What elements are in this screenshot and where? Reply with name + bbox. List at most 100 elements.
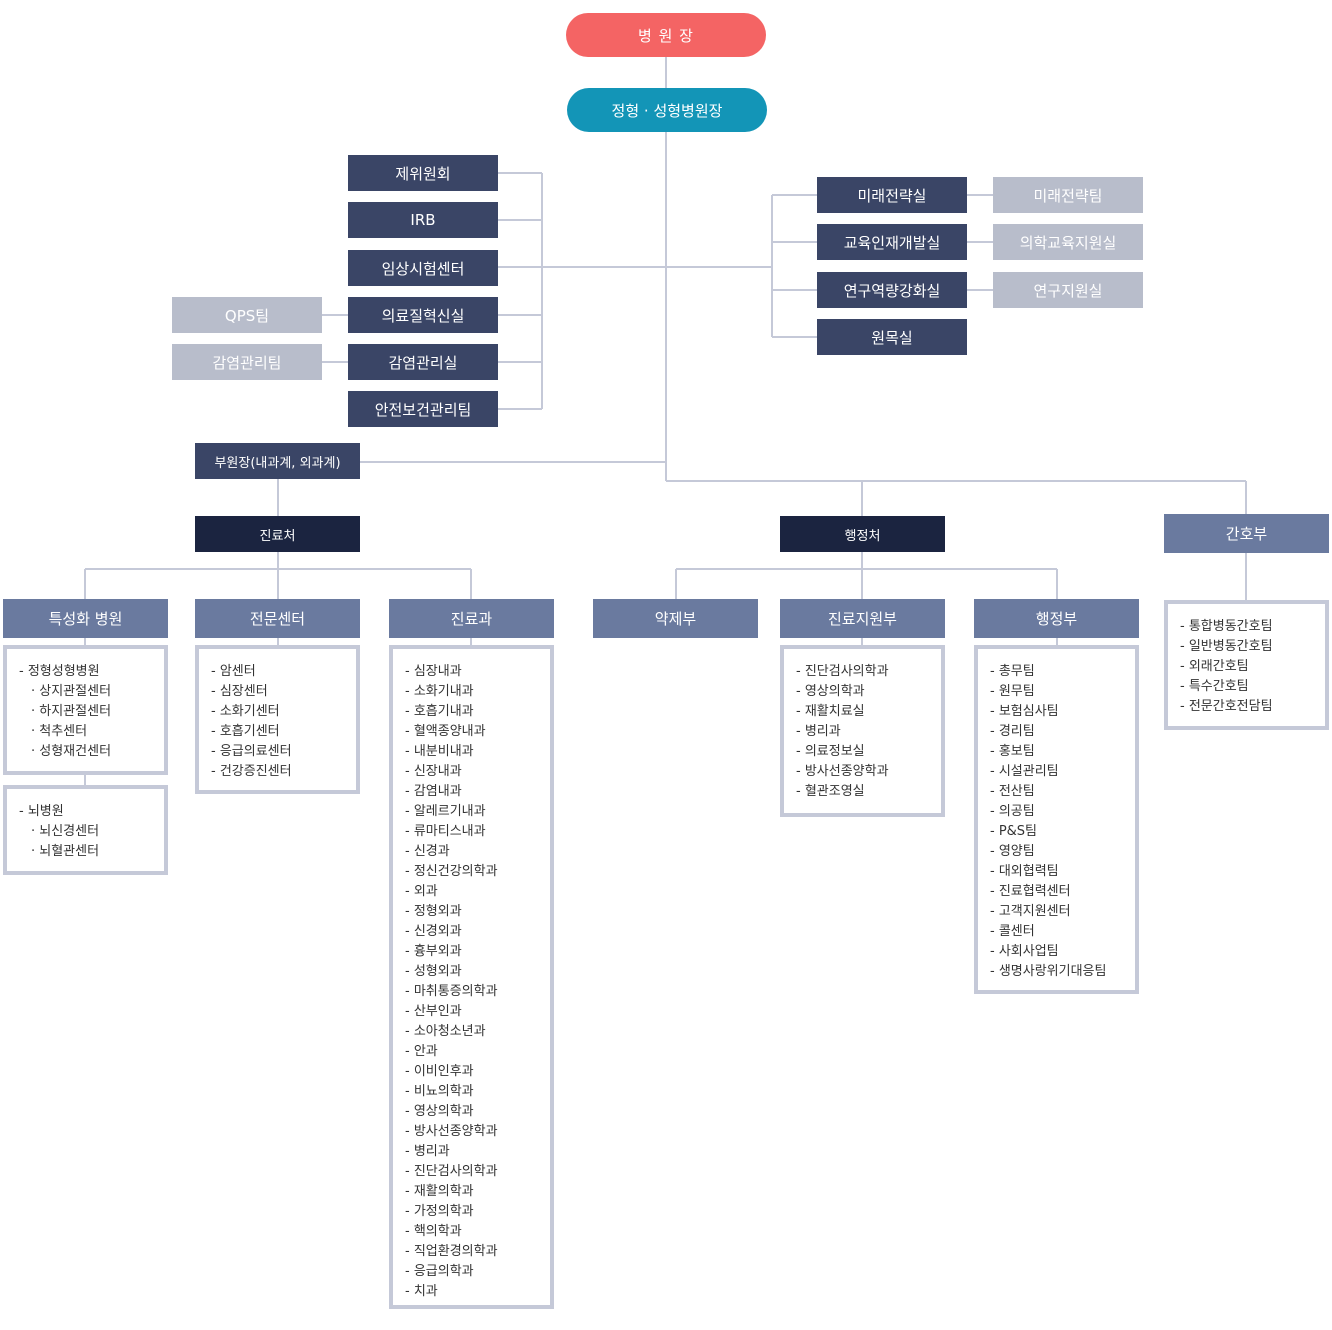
list-item: - 류마티스내과 xyxy=(405,824,486,839)
list-item: - 방사선종양학과 xyxy=(796,764,889,779)
clinical-departments-node[interactable]: 진료과 xyxy=(389,599,554,638)
medical-division-node[interactable]: 진료처 xyxy=(195,516,360,552)
safety-health-team-node[interactable]: 안전보건관리팀 xyxy=(348,391,498,427)
list-item: - 핵의학과 xyxy=(405,1224,462,1239)
hospital-director-node[interactable]: 병 원 장 xyxy=(566,13,766,57)
list-item: - 대외협력팀 xyxy=(990,864,1059,879)
list-item: - 정신건강의학과 xyxy=(405,864,498,879)
medical-education-support-node[interactable]: 의학교육지원실 xyxy=(993,224,1143,260)
list-item: - 병리과 xyxy=(796,724,841,739)
list-item: - 신경외과 xyxy=(405,924,462,939)
admin-division-node[interactable]: 행정처 xyxy=(780,516,945,552)
list-item: - 소화기내과 xyxy=(405,684,474,699)
list-item: - 이비인후과 xyxy=(405,1064,474,1079)
list-item: - 암센터 xyxy=(211,664,256,679)
list-item: - 사회사업팀 xyxy=(990,944,1059,959)
list-item: - 산부인과 xyxy=(405,1004,462,1019)
education-office-node[interactable]: 교육인재개발실 xyxy=(817,224,967,260)
list-item: - 정형외과 xyxy=(405,904,462,919)
list-item: - 진단검사의학과 xyxy=(405,1164,498,1179)
list-item: - 외과 xyxy=(405,884,438,899)
list-item: - 고객지원센터 xyxy=(990,904,1071,919)
list-item: - 건강증진센터 xyxy=(211,764,292,779)
nursing-list: - 통합병동간호팀 - 일반병동간호팀 - 외래간호팀 - 특수간호팀 - 전문간호전담… xyxy=(1164,600,1329,730)
list-item: - 알레르기내과 xyxy=(405,804,486,819)
pharmacy-node[interactable]: 약제부 xyxy=(593,599,758,638)
specialized-hospital-node[interactable]: 특성화 병원 xyxy=(3,599,168,638)
list-item: - 정형성형병원 xyxy=(19,664,100,679)
specialty-center-list: - 암센터- 심장센터- 소화기센터- 호흡기센터- 응급의료센터- 건강증진센… xyxy=(195,645,360,794)
quality-innovation-node[interactable]: 의료질혁신실 xyxy=(348,297,498,333)
list-item: - 신장내과 xyxy=(405,764,462,779)
clinical-trial-center-node[interactable]: 임상시험센터 xyxy=(348,250,498,286)
list-item: - 호흡기센터 xyxy=(211,724,280,739)
list-item: - 특수간호팀 xyxy=(1180,679,1249,694)
list-item: - 치과 xyxy=(405,1284,438,1299)
list-item: - 의공팀 xyxy=(990,804,1035,819)
list-item: - 감염내과 xyxy=(405,784,462,799)
list-item: - 가정의학과 xyxy=(405,1204,474,1219)
list-item: - 방사선종양학과 xyxy=(405,1124,498,1139)
list-item: - 총무팀 xyxy=(990,664,1035,679)
list-item: - 신경과 xyxy=(405,844,450,859)
list-item: · 뇌신경센터 xyxy=(31,824,100,839)
vice-director-node[interactable]: 부원장(내과계, 외과계) xyxy=(195,443,360,479)
list-item: - 재활치료실 xyxy=(796,704,865,719)
list-item: · 상지관절센터 xyxy=(31,684,112,699)
administration-list: - 총무팀- 원무팀- 보험심사팀- 경리팀- 홍보팀- 시설관리팀- 전산팀-… xyxy=(974,645,1139,994)
clinical-departments-list: - 심장내과- 소화기내과- 호흡기내과- 혈액종양내과- 내분비내과- 신장내… xyxy=(389,645,554,1309)
specialty-center-node[interactable]: 전문센터 xyxy=(195,599,360,638)
list-item: - 흉부외과 xyxy=(405,944,462,959)
list-item: · 성형재건센터 xyxy=(31,744,112,759)
research-office-node[interactable]: 연구역량강화실 xyxy=(817,272,967,308)
administration-dept-node[interactable]: 행정부 xyxy=(974,599,1139,638)
list-item: - 의료정보실 xyxy=(796,744,865,759)
infection-control-office-node[interactable]: 감염관리실 xyxy=(348,344,498,380)
list-item: - 병리과 xyxy=(405,1144,450,1159)
list-item: - 심장센터 xyxy=(211,684,268,699)
list-item: · 척추센터 xyxy=(31,724,88,739)
list-item: - 혈액종양내과 xyxy=(405,724,486,739)
ortho-hospital-director-node[interactable]: 정형 · 성형병원장 xyxy=(567,88,767,132)
specialized-hospital-list-brain: - 뇌병원· 뇌신경센터· 뇌혈관센터 xyxy=(3,785,168,875)
future-strategy-team-node[interactable]: 미래전략팀 xyxy=(993,177,1143,213)
list-item: - 콜센터 xyxy=(990,924,1035,939)
list-item: - 안과 xyxy=(405,1044,438,1059)
list-item: - 내분비내과 xyxy=(405,744,474,759)
list-item: - 영양팀 xyxy=(990,844,1035,859)
infection-team-node[interactable]: 감염관리팀 xyxy=(172,344,322,380)
list-item: - 마취통증의학과 xyxy=(405,984,498,999)
list-item: - 진료협력센터 xyxy=(990,884,1071,899)
committee-node[interactable]: 제위원회 xyxy=(348,155,498,191)
list-item: - 응급의학과 xyxy=(405,1264,474,1279)
list-item: - 통합병동간호팀 xyxy=(1180,619,1273,634)
list-item: - 뇌병원 xyxy=(19,804,64,819)
list-item: - 혈관조영실 xyxy=(796,784,865,799)
list-item: - 홍보팀 xyxy=(990,744,1035,759)
list-item: - 생명사랑위기대응팀 xyxy=(990,964,1107,979)
list-item: - 재활의학과 xyxy=(405,1184,474,1199)
list-item: - P&S팀 xyxy=(990,824,1038,839)
chaplain-office-node[interactable]: 원목실 xyxy=(817,319,967,355)
list-item: - 전문간호전담팀 xyxy=(1180,699,1273,714)
future-strategy-office-node[interactable]: 미래전략실 xyxy=(817,177,967,213)
list-item: - 소아청소년과 xyxy=(405,1024,486,1039)
list-item: - 진단검사의학과 xyxy=(796,664,889,679)
list-item: - 외래간호팀 xyxy=(1180,659,1249,674)
list-item: · 하지관절센터 xyxy=(31,704,112,719)
nursing-division-node[interactable]: 간호부 xyxy=(1164,514,1329,553)
list-item: - 전산팀 xyxy=(990,784,1035,799)
list-item: - 일반병동간호팀 xyxy=(1180,639,1273,654)
irb-node[interactable]: IRB xyxy=(348,202,498,238)
list-item: - 소화기센터 xyxy=(211,704,280,719)
medical-support-node[interactable]: 진료지원부 xyxy=(780,599,945,638)
list-item: - 호흡기내과 xyxy=(405,704,474,719)
qps-team-node[interactable]: QPS팀 xyxy=(172,297,322,333)
list-item: - 원무팀 xyxy=(990,684,1035,699)
list-item: - 보험심사팀 xyxy=(990,704,1059,719)
research-support-node[interactable]: 연구지원실 xyxy=(993,272,1143,308)
list-item: - 성형외과 xyxy=(405,964,462,979)
list-item: - 경리팀 xyxy=(990,724,1035,739)
list-item: - 영상의학과 xyxy=(405,1104,474,1119)
